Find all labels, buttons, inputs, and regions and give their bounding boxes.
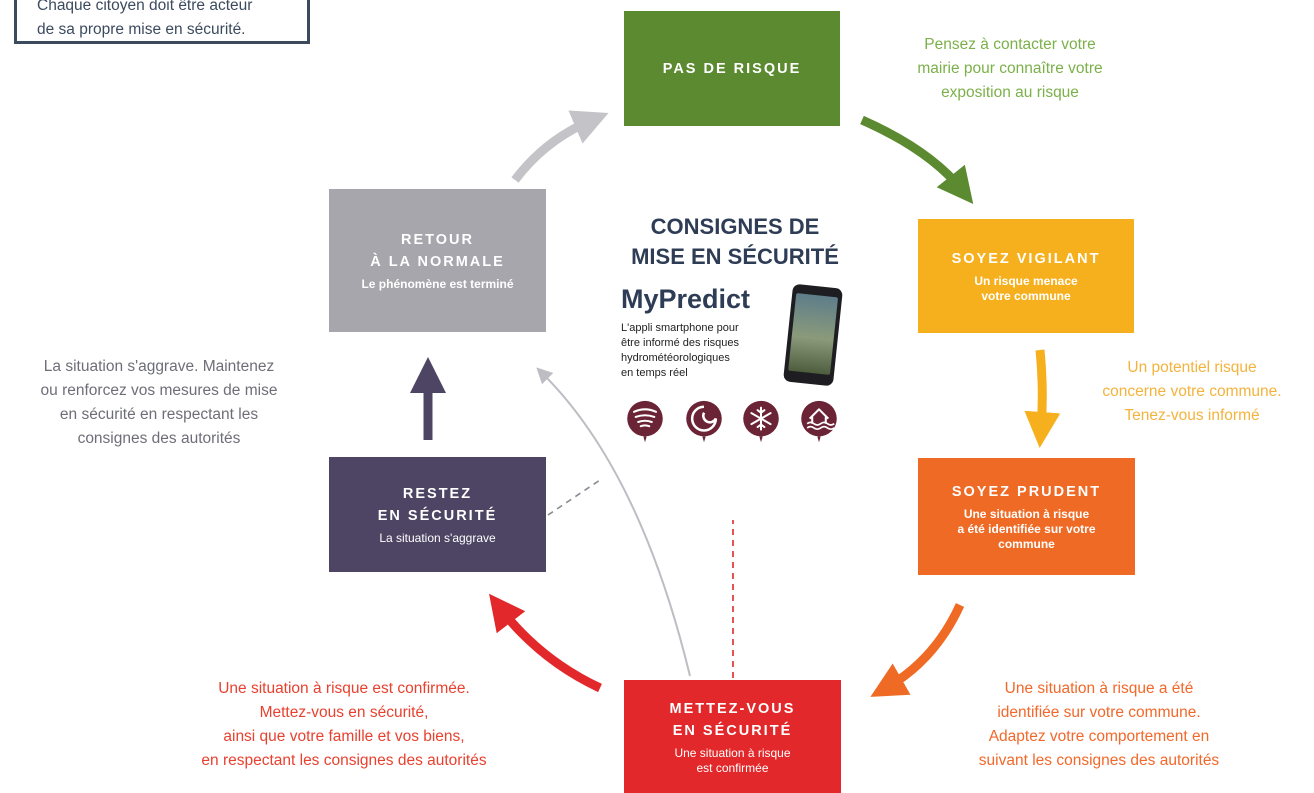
note-line: Mettez-vous en sécurité, xyxy=(259,704,429,721)
step-title: PAS DE RISQUE xyxy=(662,60,802,77)
intro-line-2: de sa propre mise en sécurité. xyxy=(37,21,246,38)
tornado-icon xyxy=(627,400,663,443)
note-line: concerne votre commune. xyxy=(1102,383,1282,400)
app-desc-line: hydrométéorologiques xyxy=(621,352,730,364)
note-line: suivant les consignes des autorités xyxy=(978,752,1220,769)
step-title: METTEZ-VOUS xyxy=(669,700,796,717)
step-title: RETOUR xyxy=(401,232,474,248)
note-line: en sécurité en respectant les xyxy=(59,406,259,423)
note-line: La situation s'aggrave. Maintenez xyxy=(43,358,275,375)
app-name: MyPredict xyxy=(621,284,751,314)
center-title-line-1: CONSIGNES DE xyxy=(650,214,820,239)
step-soyez-prudent: SOYEZ PRUDENT Une situation à risque a é… xyxy=(918,458,1135,575)
app-desc-line: en temps réel xyxy=(621,367,688,379)
smartphone-icon xyxy=(783,283,843,387)
app-desc-line: être informé des risques xyxy=(621,337,739,349)
intro-line-1: Chaque citoyen doit être acteur xyxy=(37,0,253,14)
note-line: Un potentiel risque xyxy=(1127,359,1257,376)
intro-box: Chaque citoyen doit être acteur de sa pr… xyxy=(14,0,310,44)
note-green: Pensez à contacter votre mairie pour con… xyxy=(890,33,1130,105)
step-subtitle: Le phénomène est terminé xyxy=(361,277,514,291)
note-yellow: Un potentiel risque concerne votre commu… xyxy=(1074,356,1310,428)
note-line: identifiée sur votre commune. xyxy=(997,704,1201,721)
dashed-line-restez xyxy=(547,479,601,516)
step-title: SOYEZ PRUDENT xyxy=(951,484,1102,500)
note-line: Pensez à contacter votre xyxy=(924,36,1096,53)
note-orange: Une situation à risque a été identifiée … xyxy=(944,677,1254,773)
flood-icon xyxy=(801,400,837,443)
note-line: exposition au risque xyxy=(941,84,1079,101)
step-title: À LA NORMALE xyxy=(370,254,505,270)
step-subtitle: Une situation à risque xyxy=(674,745,791,760)
step-title: EN SÉCURITÉ xyxy=(377,508,498,524)
arrow-pas-to-vigilant xyxy=(860,115,974,205)
app-description: L'appli smartphone pour être informé des… xyxy=(621,321,739,381)
arrow-retour-to-pas xyxy=(511,110,609,183)
step-subtitle: a été identifiée sur votre xyxy=(957,522,1096,536)
step-soyez-vigilant: SOYEZ VIGILANT Un risque menace votre co… xyxy=(918,219,1134,333)
step-subtitle: votre commune xyxy=(981,289,1071,303)
step-restez-en-securite: RESTEZ EN SÉCURITÉ La situation s'aggrav… xyxy=(329,457,546,572)
note-line: ainsi que votre famille et vos biens, xyxy=(223,728,465,745)
snowflake-icon xyxy=(743,400,779,443)
step-pas-de-risque: PAS DE RISQUE xyxy=(624,11,840,126)
arrow-vigilant-to-prudent xyxy=(1024,349,1061,448)
note-line: Adaptez votre comportement en xyxy=(988,728,1210,745)
step-mettez-vous-en-securite: METTEZ-VOUS EN SÉCURITÉ Une situation à … xyxy=(624,680,841,793)
note-line: mairie pour connaître votre xyxy=(917,60,1103,77)
step-title: RESTEZ xyxy=(402,486,473,502)
note-line: Une situation à risque est confirmée. xyxy=(218,680,470,697)
step-subtitle: commune xyxy=(998,537,1055,551)
step-title: EN SÉCURITÉ xyxy=(672,722,793,739)
note-line: Tenez-vous informé xyxy=(1124,407,1260,424)
step-title: SOYEZ VIGILANT xyxy=(951,251,1101,267)
note-purple: La situation s'aggrave. Maintenez ou ren… xyxy=(4,355,314,451)
app-desc-line: L'appli smartphone pour xyxy=(621,322,739,334)
step-subtitle: est confirmée xyxy=(696,760,769,775)
step-subtitle: La situation s'aggrave xyxy=(379,531,496,545)
step-retour-a-la-normale: RETOUR À LA NORMALE Le phénomène est ter… xyxy=(329,189,546,332)
arrow-mettez-to-retour xyxy=(536,367,691,677)
note-line: en respectant les consignes des autorité… xyxy=(201,752,487,769)
step-subtitle: Une situation à risque xyxy=(963,507,1090,521)
note-line: consignes des autorités xyxy=(77,430,241,447)
note-line: ou renforcez vos mesures de mise xyxy=(40,382,278,399)
center-title: CONSIGNES DE MISE EN SÉCURITÉ xyxy=(612,212,858,272)
arrow-prudent-to-mettez xyxy=(870,603,965,697)
note-red: Une situation à risque est confirmée. Me… xyxy=(142,677,546,773)
step-subtitle: Un risque menace xyxy=(974,274,1078,288)
arrow-mettez-to-restez xyxy=(489,593,602,693)
note-line: Une situation à risque a été xyxy=(1004,680,1194,697)
cyclone-icon xyxy=(686,400,722,443)
center-title-line-2: MISE EN SÉCURITÉ xyxy=(631,244,839,269)
